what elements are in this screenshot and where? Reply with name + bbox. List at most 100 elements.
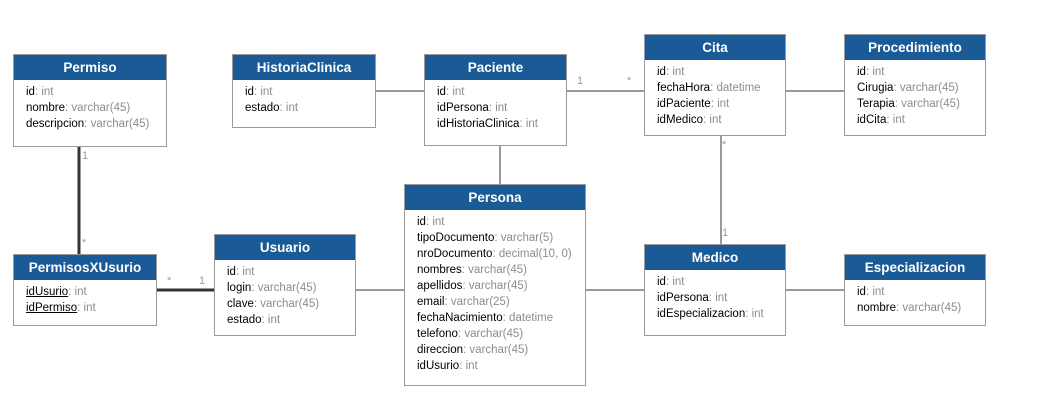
attribute-row: idCita: int bbox=[857, 114, 905, 126]
attribute-row: Cirugia: varchar(45) bbox=[857, 82, 959, 94]
multiplicity-label: 1 bbox=[577, 75, 584, 87]
entity-usuario[interactable]: Usuario id: int login: varchar(45) clave: v… bbox=[214, 234, 356, 336]
attribute-row: descripcion: varchar(45) bbox=[26, 118, 150, 130]
attribute-name: nombres bbox=[417, 264, 462, 276]
attribute-name: clave bbox=[227, 298, 254, 310]
attribute-name: tipoDocumento bbox=[417, 232, 495, 244]
attribute-row: fechaNacimiento: datetime bbox=[417, 312, 554, 324]
multiplicity-label: * bbox=[722, 139, 727, 151]
attribute-type: int bbox=[260, 86, 273, 98]
multiplicity-label: * bbox=[167, 275, 172, 287]
attribute-name: idHistoriaClinica bbox=[437, 118, 520, 130]
attribute-row: nombres: varchar(45) bbox=[417, 264, 527, 276]
attribute-type: int bbox=[74, 286, 87, 298]
attribute-row: id: int bbox=[245, 86, 273, 98]
attribute-type: varchar(45) bbox=[901, 98, 960, 110]
attribute-type: varchar(45) bbox=[90, 118, 150, 130]
attribute-type: int bbox=[872, 66, 885, 78]
attribute-name: idPaciente bbox=[657, 98, 711, 110]
attribute-name: estado bbox=[245, 102, 280, 114]
entity-historiaclinica[interactable]: HistoriaClinica id: int estado: int bbox=[232, 54, 376, 128]
attribute-row: nombre: varchar(45) bbox=[857, 302, 962, 314]
attribute-name: direccion bbox=[417, 344, 464, 356]
multiplicity-label: 1 bbox=[199, 275, 206, 287]
attribute-row: fechaHora: datetime bbox=[657, 82, 761, 94]
attribute-row: apellidos: varchar(45) bbox=[417, 280, 528, 292]
entity-title: PermisosXUsurio bbox=[14, 255, 156, 280]
entity-title: Especializacion bbox=[845, 255, 985, 280]
attribute-name: idUsurio bbox=[417, 360, 460, 372]
attribute-type: int bbox=[41, 86, 54, 98]
attribute-type: int bbox=[709, 114, 722, 126]
entity-title: Permiso bbox=[14, 55, 166, 80]
attribute-type: decimal(10, 0) bbox=[498, 248, 572, 260]
attribute-name: id bbox=[417, 216, 426, 228]
attribute-type: int bbox=[672, 66, 685, 78]
attribute-type: varchar(45) bbox=[468, 280, 528, 292]
entity-title: Usuario bbox=[215, 235, 355, 260]
attribute-type: varchar(45) bbox=[899, 82, 959, 94]
attribute-name: id bbox=[437, 86, 446, 98]
attribute-name: id bbox=[657, 66, 666, 78]
attribute-type: int bbox=[242, 266, 255, 278]
attribute-type: int bbox=[672, 276, 685, 288]
attribute-row: idPersona: int bbox=[437, 102, 508, 114]
multiplicity-label: 1 bbox=[82, 150, 89, 162]
entity-paciente[interactable]: Paciente id: int idPersona: int idHistoriaC… bbox=[424, 54, 567, 146]
attribute-name: estado bbox=[227, 314, 262, 326]
attribute-row: idUsurio: int bbox=[26, 286, 87, 298]
attribute-name: id bbox=[227, 266, 236, 278]
multiplicity-label: 1 bbox=[722, 227, 729, 239]
attribute-type: varchar(25) bbox=[450, 296, 510, 308]
attribute-name: descripcion bbox=[26, 118, 85, 130]
attribute-row: direccion: varchar(45) bbox=[417, 344, 529, 356]
attribute-list: id: int estado: int bbox=[233, 80, 375, 116]
attribute-row: nombre: varchar(45) bbox=[26, 102, 131, 114]
attribute-list: id: int login: varchar(45) clave: varchar(… bbox=[215, 260, 355, 328]
attribute-name: id bbox=[657, 276, 666, 288]
attribute-row: login: varchar(45) bbox=[227, 282, 317, 294]
attribute-name: idCita bbox=[857, 114, 887, 126]
multiplicity-label: * bbox=[82, 237, 87, 249]
attribute-type: int bbox=[872, 286, 885, 298]
attribute-row: id: int bbox=[227, 266, 255, 278]
attribute-row: idPaciente: int bbox=[657, 98, 730, 110]
attribute-type: int bbox=[751, 308, 764, 320]
attribute-type: int bbox=[465, 360, 478, 372]
attribute-type: varchar(45) bbox=[468, 264, 527, 276]
attribute-type: int bbox=[892, 114, 905, 126]
attribute-row: estado: int bbox=[245, 102, 299, 114]
attribute-name: id bbox=[857, 286, 866, 298]
entity-title: Paciente bbox=[425, 55, 566, 80]
attribute-row: idEspecializacion: int bbox=[657, 308, 764, 320]
attribute-type: varchar(45) bbox=[71, 102, 131, 114]
attribute-name: id bbox=[245, 86, 254, 98]
attribute-row: clave: varchar(45) bbox=[227, 298, 320, 310]
attribute-row: id: int bbox=[437, 86, 465, 98]
attribute-type: datetime bbox=[509, 312, 554, 324]
attribute-type: varchar(45) bbox=[464, 328, 524, 340]
attribute-name: Terapia bbox=[857, 98, 895, 110]
attribute-name: idPermiso bbox=[26, 302, 78, 314]
attribute-type: varchar(45) bbox=[260, 298, 320, 310]
entity-title: HistoriaClinica bbox=[233, 55, 375, 80]
attribute-name: telefono bbox=[417, 328, 458, 340]
attribute-row: idMedico: int bbox=[657, 114, 722, 126]
attribute-name: idMedico bbox=[657, 114, 704, 126]
attribute-name: email bbox=[417, 296, 445, 308]
attribute-type: varchar(45) bbox=[902, 302, 962, 314]
attribute-row: idUsurio: int bbox=[417, 360, 478, 372]
attribute-type: int bbox=[285, 102, 299, 114]
